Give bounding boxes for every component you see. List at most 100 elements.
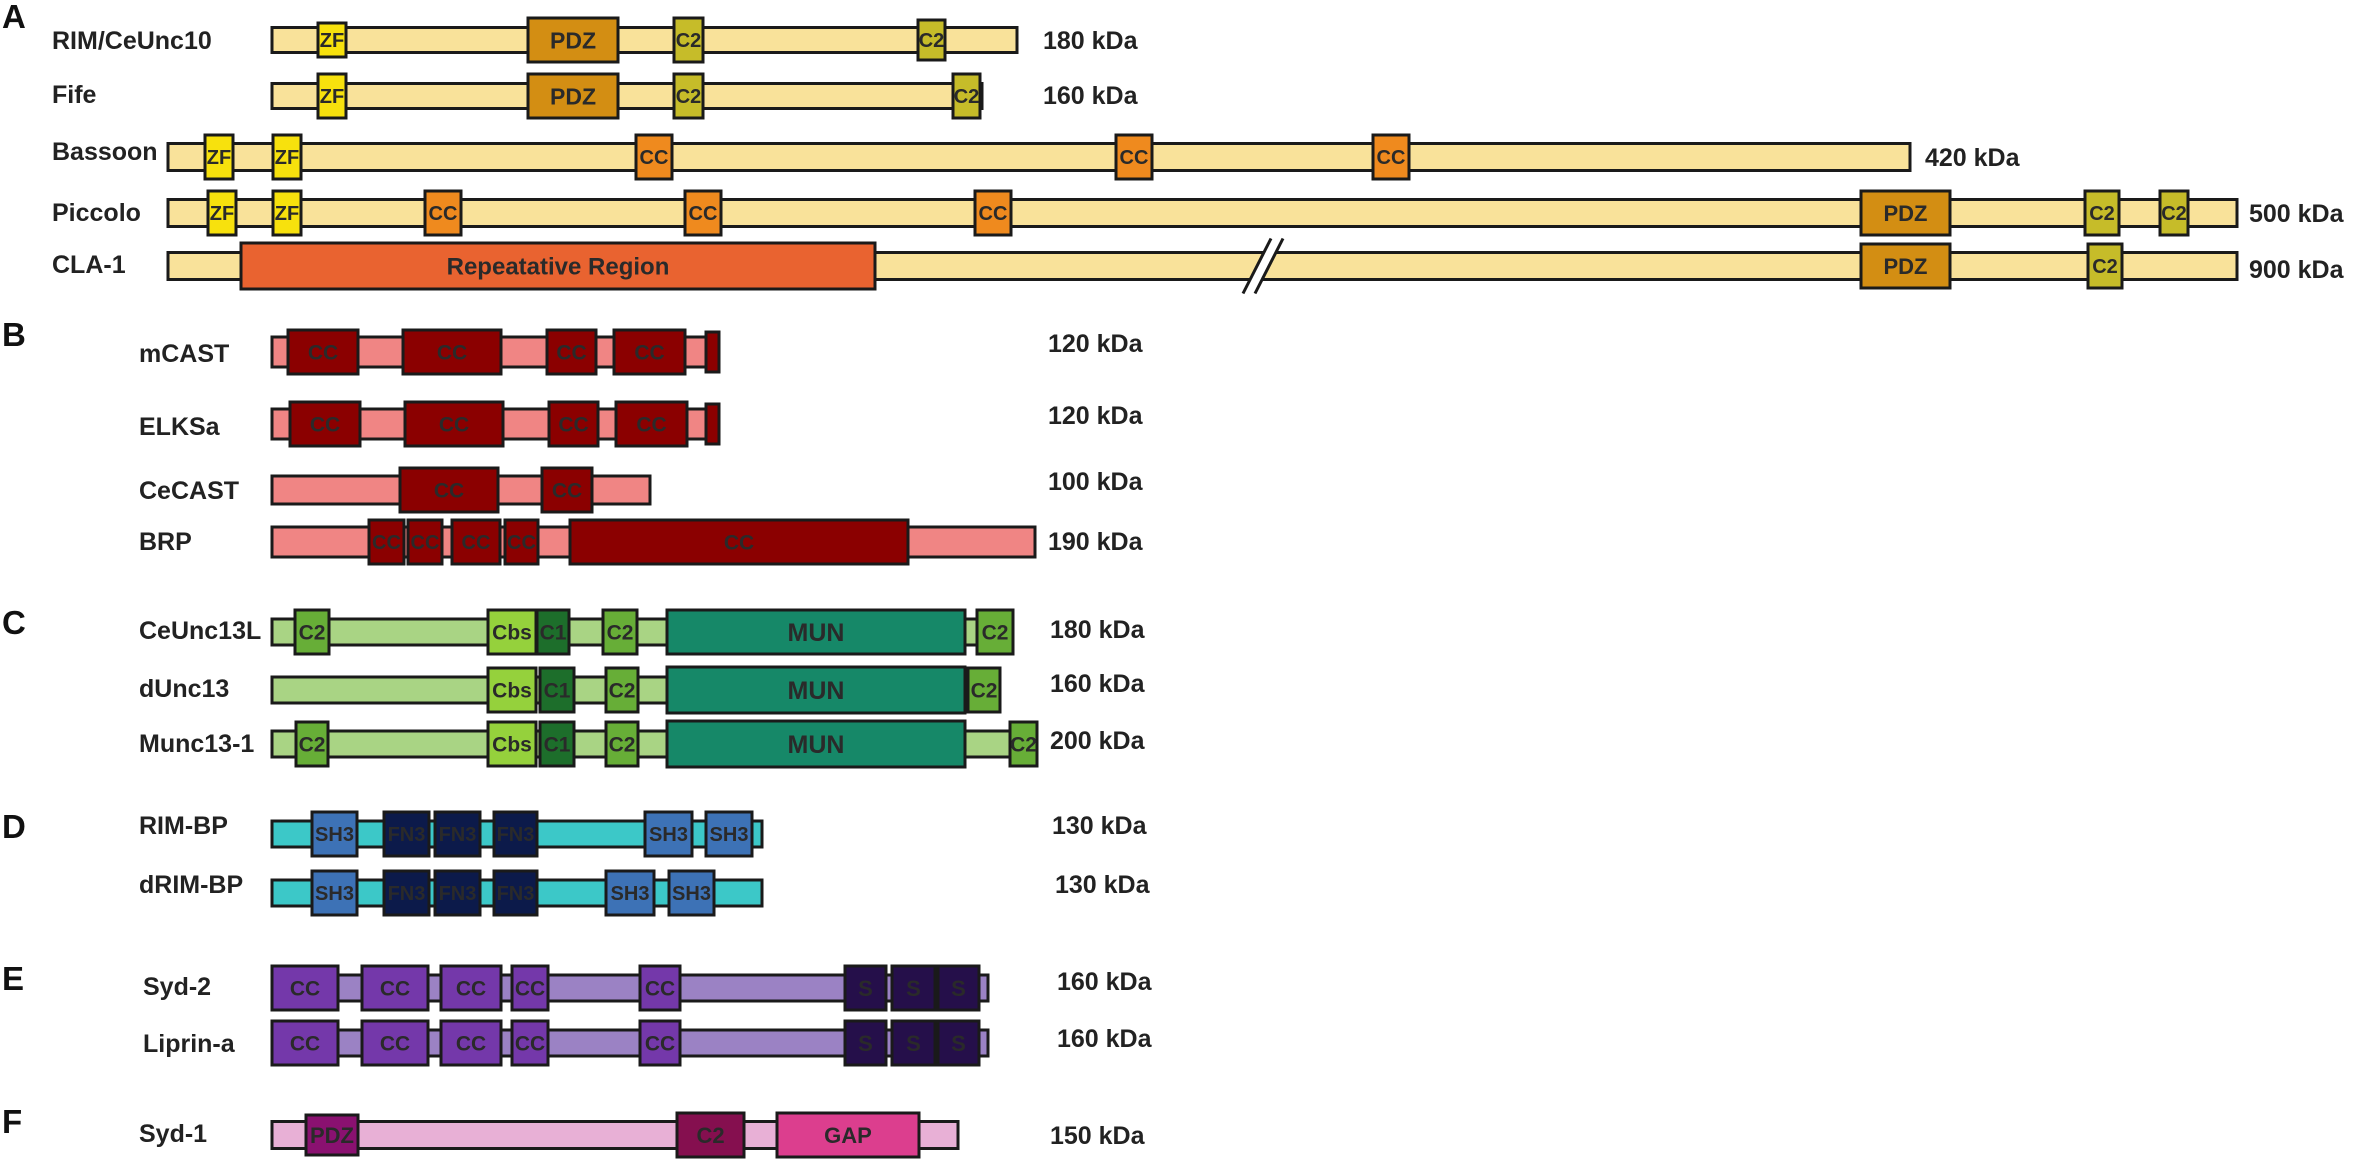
domain-box (638, 1019, 682, 1067)
domain-label: CC (552, 480, 582, 503)
domain-fn3: FN3 (382, 810, 431, 858)
domain-box (951, 72, 982, 120)
domain-box (486, 666, 538, 714)
domain-label: ZF (320, 30, 344, 52)
domain-label: CC (689, 203, 718, 225)
molecular-mass-label: 200 kDa (1050, 727, 1146, 755)
domain-sh3: SH3 (643, 810, 694, 858)
protein-name: CeUnc13L (139, 617, 261, 645)
domain-cc: CC (423, 189, 463, 237)
domain-cc: CC (568, 518, 910, 566)
protein-name: Syd-1 (139, 1120, 207, 1148)
section-letter: C (2, 604, 26, 641)
domain-zf: ZF (203, 133, 235, 181)
domain-label: CC (380, 978, 410, 1001)
domain-label: CC (372, 532, 401, 554)
domain-zf: ZF (316, 21, 348, 59)
domain-label: CC (380, 1033, 410, 1056)
domain-box (973, 189, 1013, 237)
domain-cc: CC (638, 1019, 682, 1067)
domain-cc: CC (510, 1019, 550, 1067)
domain-pdz: PDZ (1859, 189, 1952, 237)
domain-sh3: SH3 (704, 810, 754, 858)
domain-label: SH3 (315, 824, 354, 846)
domain-label: ZF (320, 86, 344, 108)
domain-box (316, 72, 348, 120)
domain-box (486, 608, 538, 656)
domain-box (568, 518, 910, 566)
axis-break-mark (1253, 237, 1285, 295)
protein-name: Piccolo (52, 199, 141, 227)
protein-name: Munc13-1 (139, 730, 254, 758)
domain-label: MUN (788, 677, 845, 705)
domain-label: MUN (788, 619, 845, 647)
section-letter: E (2, 960, 24, 997)
domain-box (433, 810, 482, 858)
domain-label: SH3 (611, 883, 650, 905)
domain-label: CC (724, 532, 754, 555)
molecular-mass-label: 500 kDa (2249, 200, 2345, 228)
domain-label: FN3 (439, 883, 477, 905)
domain-cc: CC (398, 466, 500, 514)
molecular-mass-label: 180 kDa (1050, 616, 1146, 644)
domain-box (916, 18, 947, 62)
domain-box (2158, 189, 2190, 237)
protein-name: BRP (139, 528, 192, 556)
molecular-mass-label: 130 kDa (1052, 812, 1148, 840)
domain-box (382, 810, 431, 858)
domain-box (545, 328, 598, 376)
domain-box (665, 665, 967, 715)
domain-c2: C2 (672, 72, 705, 120)
domain-cc: CC (360, 964, 430, 1012)
domain-label: FN3 (388, 883, 426, 905)
domain-cc: CC (401, 328, 503, 376)
domain-label: FN3 (388, 824, 426, 846)
domain-label: FN3 (497, 883, 535, 905)
domain-box (538, 666, 576, 714)
domain-c2: C2 (966, 666, 1002, 714)
domain-label: SH3 (315, 883, 354, 905)
domain-box (2083, 189, 2121, 237)
domain-label: CC (507, 532, 536, 554)
domain-box (1859, 189, 1952, 237)
domain-label: S (951, 976, 966, 1001)
domain-cc: CC (1371, 133, 1411, 181)
domain-cc (704, 402, 721, 446)
domain-cc: CC (683, 189, 723, 237)
domain-label: C2 (609, 734, 636, 757)
domain-label: FN3 (497, 824, 535, 846)
domain-box (604, 720, 640, 768)
domain-box (604, 869, 656, 917)
domain-c2: C2 (951, 72, 982, 120)
domain-sh3: SH3 (667, 869, 716, 917)
domain-cbs: Cbs (486, 666, 538, 714)
domain-label: CC (456, 978, 486, 1001)
domain-box (310, 869, 359, 917)
domain-label: SH3 (672, 883, 711, 905)
molecular-mass-label: 190 kDa (1048, 528, 1144, 556)
domain-c2: C2 (675, 1111, 746, 1159)
domain-c1: C1 (538, 666, 576, 714)
domain-box (936, 964, 981, 1012)
domain-label: ZF (275, 203, 299, 225)
domain-box (1114, 133, 1154, 181)
domain-box (547, 400, 600, 448)
domain-box (270, 1019, 340, 1067)
domain-box (271, 189, 303, 237)
domain-label: CC (439, 414, 469, 437)
domain-label: C2 (2161, 203, 2187, 225)
domain-c2: C2 (975, 608, 1015, 656)
protein-name: dRIM-BP (139, 871, 243, 899)
domain-cc: CC (547, 400, 600, 448)
domain-label: Cbs (492, 734, 532, 757)
domain-cc: CC (406, 518, 444, 566)
domain-zf: ZF (271, 189, 303, 237)
domain-label: CC (640, 147, 669, 169)
